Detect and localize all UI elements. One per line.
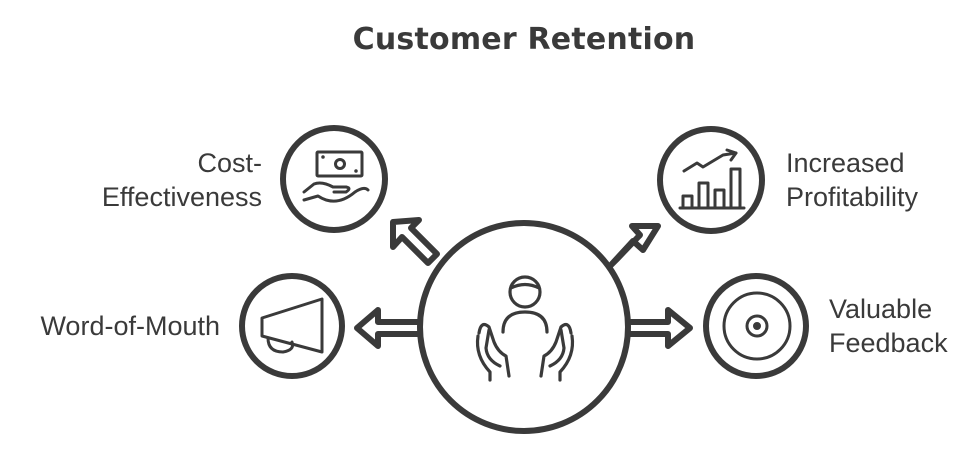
arrow-to-word-of-mouth	[354, 307, 428, 349]
growth-bar-chart-icon	[678, 148, 746, 210]
label-valuable-feedback: Valuable Feedback	[829, 292, 948, 360]
person-held-by-hands-icon	[475, 275, 575, 382]
label-increased-profitability: Increased Profitability	[786, 146, 918, 214]
label-wom-line1: Word-of-Mouth	[40, 311, 220, 341]
label-cost-line2: Effectiveness	[101, 182, 262, 212]
target-icon	[722, 291, 792, 361]
label-cost-effectiveness: Cost- Effectiveness	[102, 146, 262, 214]
money-in-hand-icon	[302, 150, 370, 203]
increased-profitability-circle	[657, 126, 765, 234]
arrow-to-cost	[390, 217, 440, 266]
cost-effectiveness-circle	[280, 125, 388, 233]
megaphone-icon	[260, 297, 324, 354]
word-of-mouth-circle	[239, 273, 345, 379]
label-profit-line2: Profitability	[786, 182, 919, 212]
diagram-title: Customer Retention	[352, 22, 696, 57]
label-word-of-mouth: Word-of-Mouth	[40, 309, 220, 343]
label-feedback-line2: Feedback	[829, 328, 948, 358]
center-circle	[417, 220, 631, 434]
label-cost-line1: Cost-	[197, 148, 262, 178]
label-profit-line1: Increased	[786, 148, 905, 178]
label-feedback-line1: Valuable	[829, 294, 933, 324]
arrow-to-profit	[607, 223, 661, 269]
arrow-to-feedback	[622, 307, 693, 349]
